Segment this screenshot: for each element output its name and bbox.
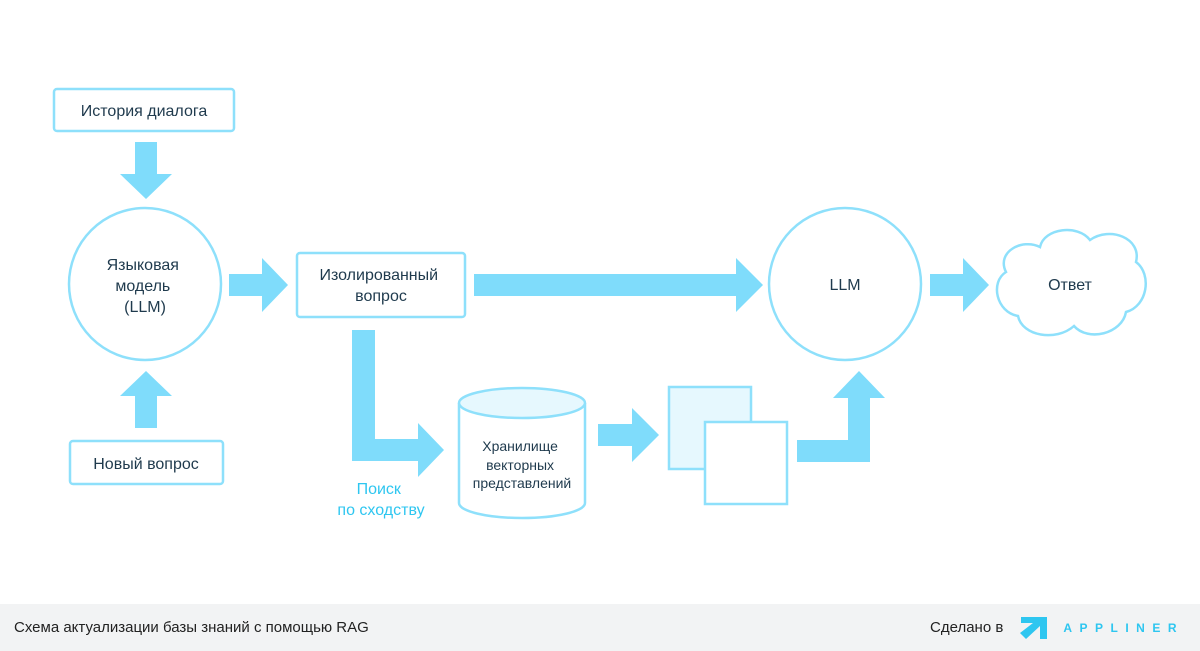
footer-brand[interactable]: Сделано в APPLINER: [930, 615, 1184, 641]
similarity-search-label-1: Поиск: [357, 481, 402, 498]
rag-diagram: История диалога Языковая модель (LLM) Но…: [52, 87, 1147, 520]
svg-text:Поиск по сходству: Поиск по сходству: [337, 481, 424, 519]
node-storage-label-1: Хранилище: [482, 438, 558, 454]
similarity-search-label-2: по сходству: [337, 502, 424, 519]
arrow-history-to-llm: [120, 142, 172, 199]
svg-text:Хранилище векторных: Хранилище векторных представлений: [473, 438, 572, 491]
node-isolated-label-2: вопрос: [355, 288, 407, 305]
node-language-model-label-2: модель: [115, 278, 170, 295]
made-in-label: Сделано в: [930, 619, 1004, 636]
node-vector-storage: Хранилище векторных представлений: [457, 386, 587, 520]
node-history-label: История диалога: [81, 103, 208, 120]
footer: Схема актуализации базы знаний с помощью…: [0, 604, 1200, 651]
node-llm: LLM: [767, 206, 923, 362]
svg-text:Изолированный вопрос: Изолированный вопрос: [319, 267, 442, 305]
brand-wordmark: APPLINER: [1063, 620, 1184, 635]
node-language-model: Языковая модель (LLM): [67, 206, 223, 362]
node-answer: Ответ: [995, 228, 1147, 337]
arrow-isolated-to-llm: [474, 258, 763, 312]
node-answer-label: Ответ: [1048, 277, 1092, 294]
footer-caption: Схема актуализации базы знаний с помощью…: [14, 619, 369, 636]
node-new-question: Новый вопрос: [68, 439, 225, 486]
arrow-docs-to-llm: [797, 371, 885, 462]
node-language-model-label-1: Языковая: [107, 257, 179, 274]
appliner-logo-icon: [1020, 616, 1048, 639]
node-documents: [667, 385, 789, 506]
node-isolated-label-1: Изолированный: [319, 267, 438, 284]
svg-text:Языковая модель (L: Языковая модель (LLM): [107, 257, 184, 316]
arrow-storage-to-docs: [598, 408, 659, 462]
document-front: [703, 420, 789, 506]
node-storage-label-2: векторных: [486, 457, 554, 473]
node-llm-label: LLM: [829, 277, 860, 294]
node-language-model-label-3: (LLM): [124, 299, 166, 316]
arrows: [120, 142, 989, 477]
node-storage-label-3: представлений: [473, 475, 572, 491]
node-history: История диалога: [52, 87, 236, 133]
node-new-question-label: Новый вопрос: [93, 456, 199, 473]
node-isolated-question: Изолированный вопрос: [295, 251, 467, 319]
arrow-isolated-to-storage: [352, 330, 444, 477]
arrow-llm-to-answer: [930, 258, 989, 312]
cloud-shape: [995, 228, 1147, 337]
arrow-llm-to-isolated: [229, 258, 288, 312]
arrow-question-to-llm: [120, 371, 172, 428]
